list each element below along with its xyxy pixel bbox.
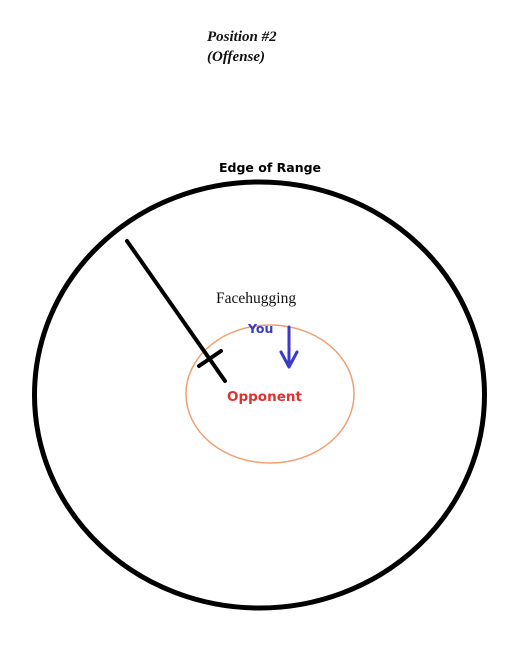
facehugging-ring [185, 324, 355, 464]
down-arrow-icon [279, 325, 299, 369]
outer-range-ring [32, 179, 487, 611]
position-title: Position #2 [207, 29, 277, 45]
position-subtitle: (Offense) [207, 49, 266, 65]
facehugging-label: Facehugging [216, 290, 297, 307]
edge-of-range-label: Edge of Range [219, 160, 322, 175]
sword-icon [125, 239, 227, 383]
you-label: You [248, 321, 274, 336]
opponent-label: Opponent [227, 389, 302, 405]
